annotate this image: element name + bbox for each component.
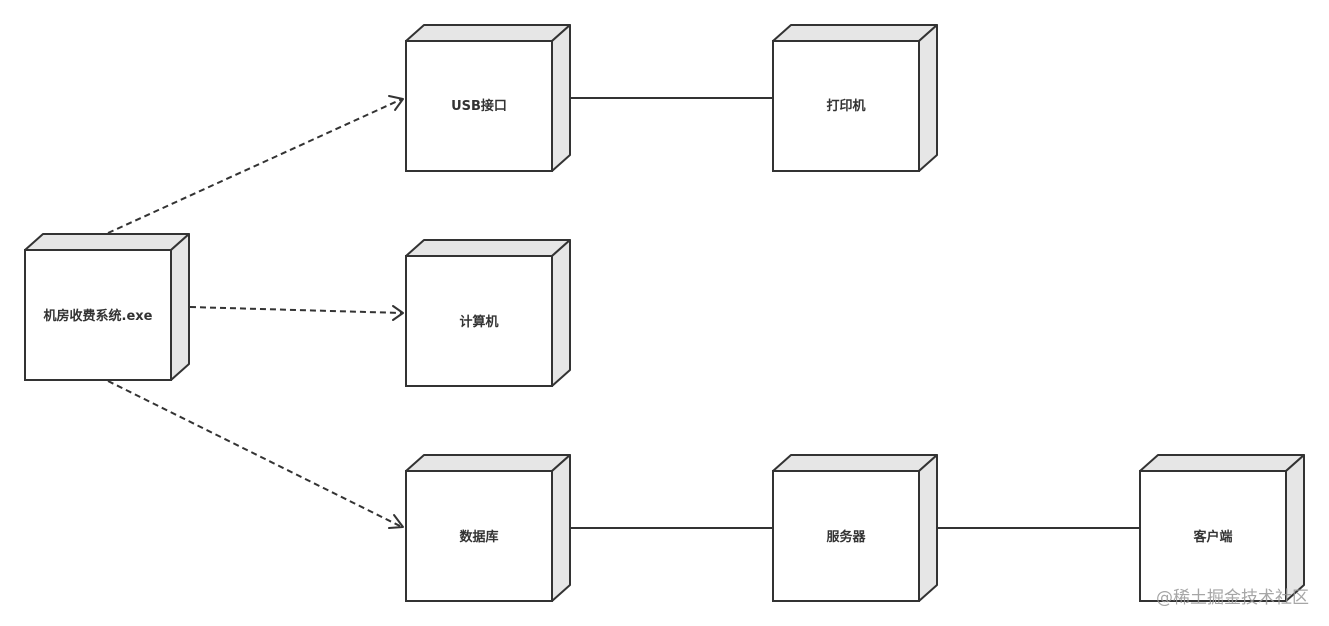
node-computer[interactable]: 计算机 <box>405 239 571 387</box>
node-server-label: 服务器 <box>826 529 866 545</box>
node-server[interactable]: 服务器 <box>772 454 938 602</box>
arrow-head-exe-usb <box>388 95 404 111</box>
node-usb-right-face <box>551 24 571 172</box>
watermark-text: @稀土掘金技术社区 <box>1156 588 1309 608</box>
edge-exe-usb[interactable] <box>107 98 403 234</box>
node-printer-top-face <box>772 24 938 42</box>
node-exe-right-face <box>170 233 190 381</box>
node-client[interactable]: 客户端 <box>1139 454 1305 602</box>
node-database-front-face <box>405 470 553 602</box>
node-usb-top-face <box>405 24 571 42</box>
node-server-right-face <box>918 454 938 602</box>
node-usb[interactable]: USB接口 <box>405 24 571 172</box>
node-client-top-face <box>1139 454 1305 472</box>
node-client-right-face <box>1285 454 1305 602</box>
node-computer-top-face <box>405 239 571 257</box>
node-database[interactable]: 数据库 <box>405 454 571 602</box>
node-server-front-face <box>772 470 920 602</box>
node-computer-front-face <box>405 255 553 387</box>
node-client-front-face <box>1139 470 1287 602</box>
node-computer-right-face <box>551 239 571 387</box>
arrow-head-exe-database <box>388 514 404 529</box>
node-printer-right-face <box>918 24 938 172</box>
node-usb-label: USB接口 <box>451 98 507 114</box>
node-server-top-face <box>772 454 938 472</box>
node-printer-label: 打印机 <box>826 98 865 114</box>
edges-layer <box>107 95 1140 529</box>
node-database-right-face <box>551 454 571 602</box>
edge-exe-computer[interactable] <box>189 306 403 314</box>
node-exe-front-face <box>24 249 172 381</box>
node-printer-front-face <box>772 40 920 172</box>
node-database-label: 数据库 <box>459 529 498 545</box>
node-exe-label: 机房收费系统.exe <box>44 308 153 324</box>
node-database-top-face <box>405 454 571 472</box>
node-exe-top-face <box>24 233 190 251</box>
nodes-layer: 机房收费系统.exe USB接口 打印机 计算机 数据库 <box>24 24 1305 602</box>
node-usb-front-face <box>405 40 553 172</box>
node-printer[interactable]: 打印机 <box>772 24 938 172</box>
edge-exe-database[interactable] <box>107 380 403 528</box>
node-computer-label: 计算机 <box>459 314 498 330</box>
node-exe[interactable]: 机房收费系统.exe <box>24 233 190 381</box>
node-client-label: 客户端 <box>1193 529 1232 545</box>
arrow-head-exe-computer <box>392 305 404 321</box>
